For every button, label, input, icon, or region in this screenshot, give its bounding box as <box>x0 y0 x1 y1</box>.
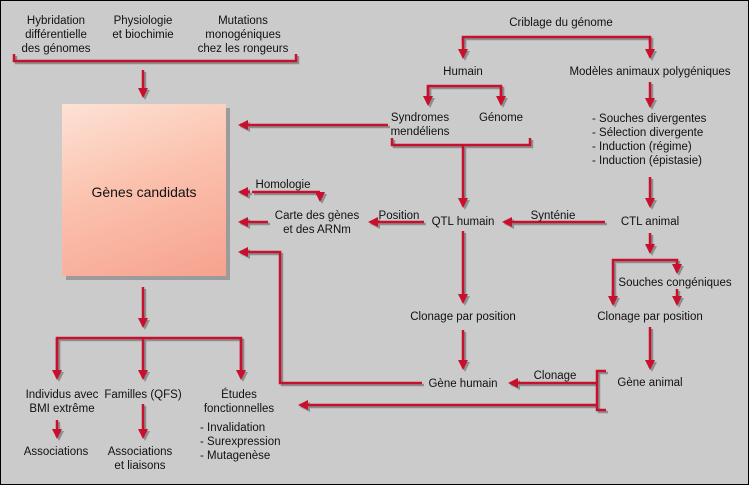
souches-list: - Souches divergentes- Sélection diverge… <box>592 113 707 167</box>
node-modeles-animaux: Modèles animaux polygéniques <box>569 66 731 78</box>
node-homologie: Homologie <box>255 179 311 191</box>
node-genes-candidats: Gènes candidats <box>91 184 197 200</box>
node-humain: Humain <box>443 66 483 78</box>
connector-gene-bracket-shadow <box>597 371 608 414</box>
connector-criblage-line <box>461 35 652 44</box>
candidate-genes-box <box>62 104 226 276</box>
connector-bottom-split <box>55 336 243 372</box>
connector-gene-bracket <box>595 369 606 412</box>
node-qtl-humain: QTL humain <box>431 216 495 228</box>
node-souches-congeniques: Souches congéniques <box>618 277 732 289</box>
label-clonage: Clonage <box>533 370 577 382</box>
node-gene-animal: Gène animal <box>617 377 683 389</box>
node-associations: Associations <box>23 446 89 458</box>
node-clonage-position-humain: Clonage par position <box>410 311 516 323</box>
node-ctl-animal: CTL animal <box>620 216 680 228</box>
node-gene-humain: Gène humain <box>428 378 498 390</box>
node-familles: Familles (QFS) <box>104 389 182 401</box>
connector-gene-humain-loop <box>238 247 422 385</box>
connector-bottom-split-shadow <box>57 338 245 374</box>
etudes-list: - Invalidation- Surexpression- Mutagenès… <box>200 422 281 462</box>
node-criblage: Criblage du génome <box>509 17 613 29</box>
connector-criblage-line-shadow <box>463 37 654 46</box>
connector-syn-genome-bracket <box>390 138 532 147</box>
label-position: Position <box>378 210 420 222</box>
label-synthenie: Synténie <box>530 210 576 222</box>
connector-top-bracket-shadow <box>14 56 300 65</box>
connector-humain-line-shadow <box>428 86 505 102</box>
node-clonage-position-animal: Clonage par position <box>597 311 703 323</box>
connector-gene-humain-loop-shadow <box>240 249 424 387</box>
node-genome: Génome <box>478 112 524 124</box>
connector-top-bracket <box>12 54 298 63</box>
